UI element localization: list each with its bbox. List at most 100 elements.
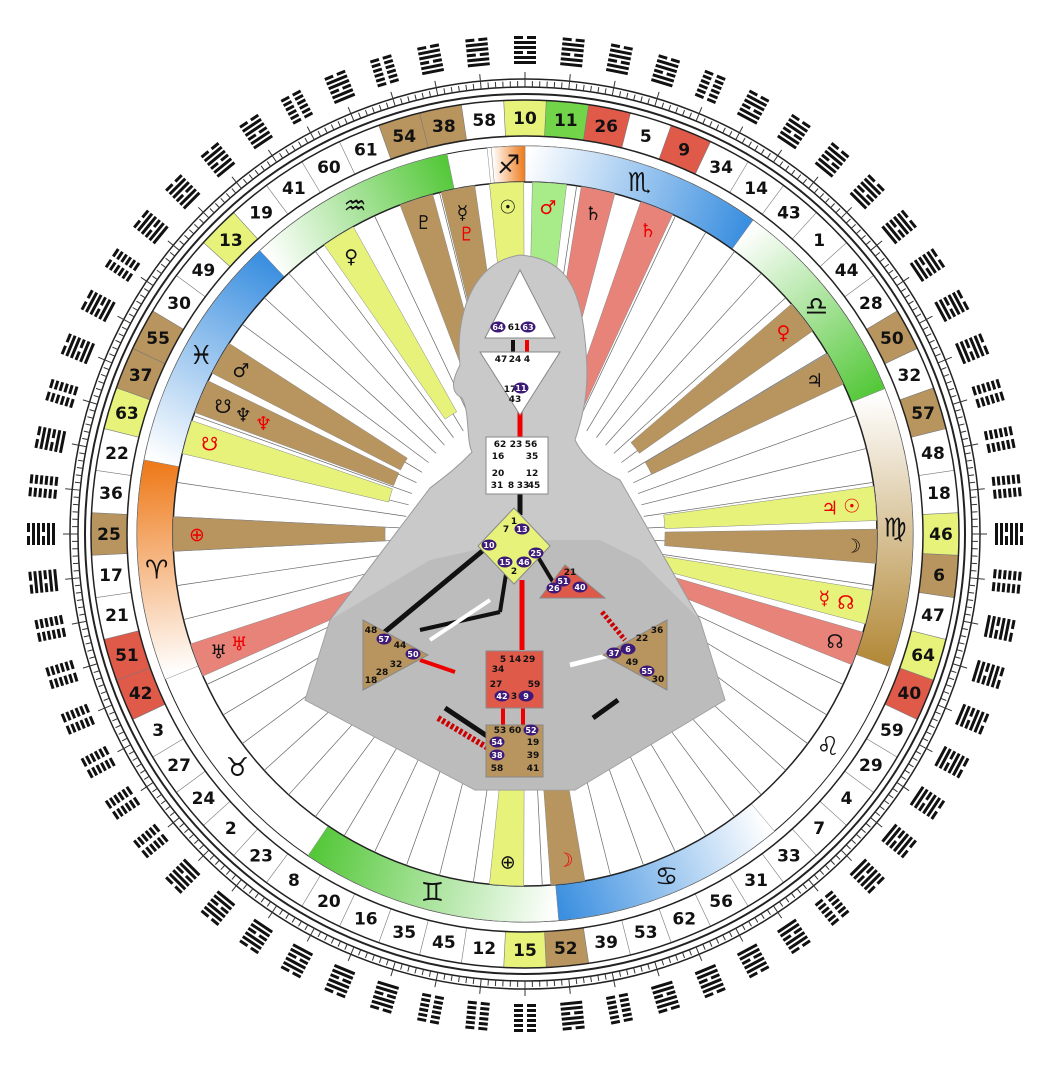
gate-number: 19 [249,203,273,223]
tick-mark [969,488,985,491]
planet-ray [181,420,393,503]
center-gate-number: 54 [491,738,503,747]
tick-mark [140,276,154,287]
planet-glyph-icon: ⊕ [500,852,516,874]
tick-mark [400,98,403,105]
tick-mark [830,203,836,209]
tick-mark [568,978,571,994]
tick-mark [109,353,116,357]
hexagram-icon [955,703,990,735]
tick-mark [964,613,971,616]
tick-mark [324,934,328,941]
tick-mark [950,394,957,398]
activated-gate-marker [520,321,536,333]
tick-mark [378,104,382,111]
gate-number: 32 [897,366,921,386]
channel-lines [373,340,627,751]
center-gate-number: 9 [523,692,529,701]
ray-divider [176,551,407,586]
gate-number: 50 [880,329,904,349]
gate-number: 42 [129,684,153,704]
planet-glyph-icon: ☽ [556,850,573,872]
tick-mark [865,240,871,246]
gate-number: 3 [152,721,164,741]
tick-mark [428,91,432,98]
planet-glyph-icon: ♂ [232,360,249,382]
center-gate-number: 48 [365,626,378,636]
tick-mark [896,276,910,287]
tick-mark [922,737,929,742]
hexagram-icon [34,426,67,454]
tick-mark [850,223,856,229]
center-gate-number: 63 [522,323,533,332]
planet-glyph-icon: ☉ [499,196,516,218]
ray-divider [596,251,735,438]
tick-mark [87,416,94,419]
planet-glyph-icon: ♇ [415,212,432,234]
tick-mark [87,649,94,652]
tick-mark [184,828,190,834]
center-gate-number: 33 [517,481,530,491]
tick-mark [128,750,135,755]
activated-gate-marker [514,523,530,535]
zodiac-sign-icon: ♎ [805,292,828,322]
tick-mark [118,731,125,735]
center-gate-number: 15 [499,558,511,567]
gate-number: 29 [859,756,883,776]
tick-mark [790,892,796,899]
center-gate-number: 8 [508,481,514,491]
tick-mark [267,905,278,919]
gate-number: 16 [354,909,378,929]
tick-mark [967,599,974,601]
tick-mark [582,977,585,984]
tick-mark [896,781,910,792]
tick-mark [95,387,102,391]
zodiac-sign-icon: ♈ [145,555,168,585]
hexagram-icon [776,918,811,955]
gate-cell-highlight [659,125,711,175]
activated-gate-marker [376,633,392,645]
tick-mark [911,307,918,311]
tick-mark [225,869,231,875]
center-gate-number: 58 [491,764,504,774]
tick-mark [735,126,744,141]
tick-mark [231,879,242,892]
tick-mark [156,793,162,799]
hexagram-icon [60,703,95,735]
tick-mark [117,315,132,324]
center-gate-number: 44 [394,641,407,651]
center-gate-number: 26 [548,584,560,593]
tick-mark [465,977,468,984]
gate-number: 28 [859,294,883,314]
tick-mark [969,584,976,587]
tick-mark [597,86,600,94]
tick-mark [668,957,672,964]
gate-number: 26 [594,117,618,137]
hexagram-icon [104,248,141,283]
tick-mark [748,920,752,927]
hexagram-icon [80,745,116,779]
hexagram-icon [909,785,946,820]
tick-mark [934,711,941,715]
tick-mark [344,943,348,950]
tick-mark [65,488,81,491]
hexagram-icon [45,378,79,409]
tick-mark [778,901,784,907]
hexagram-icon [45,659,79,690]
tick-mark [103,367,110,371]
tick-mark [118,333,125,337]
tick-mark [784,897,790,903]
hexagram-icon [133,823,169,859]
center-gate-number: 55 [641,667,653,676]
tick-mark [279,153,284,159]
tick-mark [117,744,132,753]
gate-cell-highlight [899,387,946,438]
tick-mark [633,94,636,101]
hexagram-icon [165,858,201,894]
center-gate-number: 2 [511,567,517,577]
hexagram-icon [736,89,770,125]
center-gate-number: 43 [509,395,522,405]
center-gate-number: 20 [492,469,505,479]
tick-mark [954,409,961,412]
tick-mark [575,978,578,985]
